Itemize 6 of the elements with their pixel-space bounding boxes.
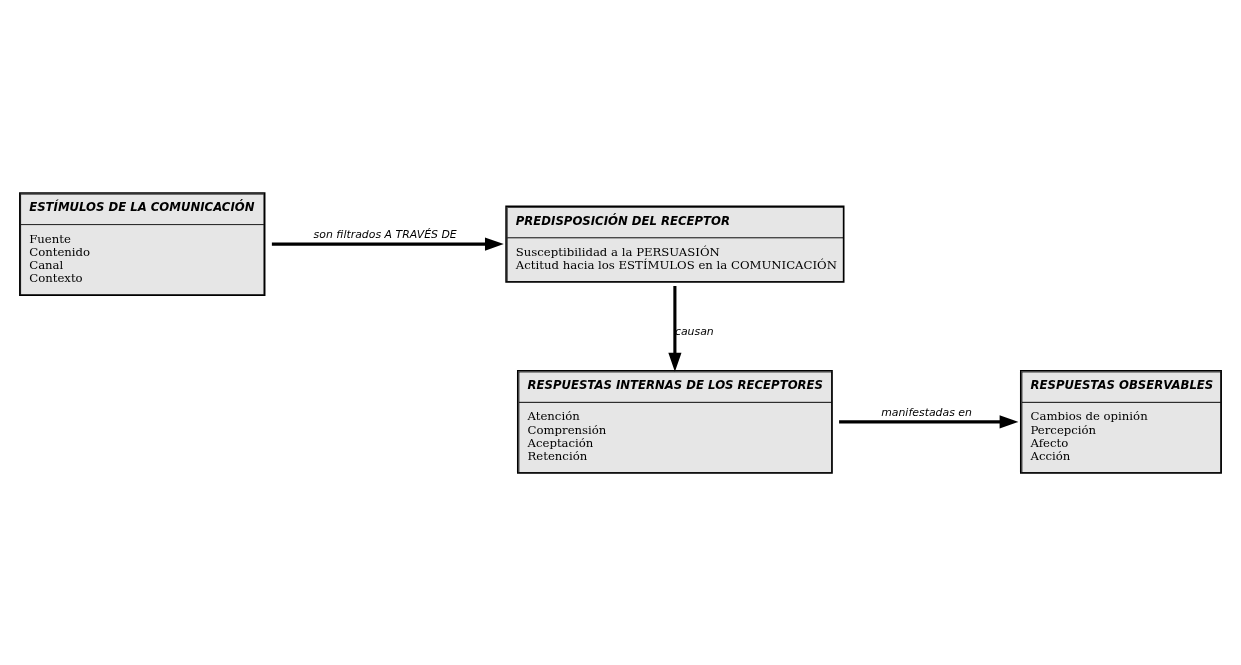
arrow [668, 285, 682, 372]
arrow [839, 414, 1019, 428]
edge-label: manifestadas en [881, 405, 972, 419]
arrow [271, 237, 504, 251]
edge-label: causan [674, 324, 714, 338]
edge-label: son filtrados A TRAVÉS DE [313, 227, 457, 241]
